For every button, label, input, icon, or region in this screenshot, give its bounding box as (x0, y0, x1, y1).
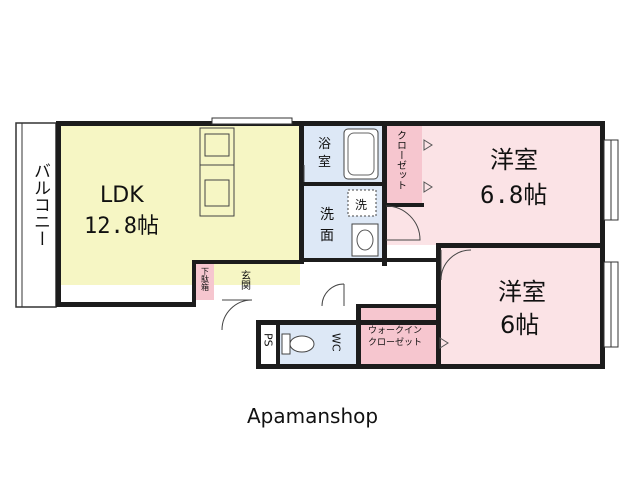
ldk-area (60, 125, 300, 285)
walkin-line2: クローゼット (368, 336, 422, 348)
shoe-box-label: 下駄箱 (201, 267, 210, 292)
shoe-box-area (196, 262, 214, 300)
bedroom1-name: 洋室 (490, 146, 538, 174)
bath-label-2: 室 (318, 154, 331, 170)
ldk-size: 12.8帖 (84, 214, 159, 239)
bedroom2-size: 6帖 (500, 311, 539, 339)
wc-label: WC (330, 333, 343, 352)
window-ldk-top (211, 117, 293, 125)
walkin-marker (439, 337, 449, 349)
entrance-label: 玄関 (239, 269, 251, 291)
ldk-name: LDK (100, 183, 144, 208)
watermark: Apamanshop (247, 404, 378, 428)
closet-marker-1 (423, 139, 433, 151)
closet-label: クローゼット (395, 130, 407, 190)
bedroom1-size: 6.8帖 (480, 181, 547, 209)
balcony-label: バルコニー (30, 162, 50, 247)
washer-pan (347, 189, 377, 217)
walkin-closet-area (360, 306, 438, 364)
walkin-line1: ウォークイン (368, 325, 422, 336)
ps-label: PS (262, 333, 275, 347)
bedroom2-area (440, 247, 601, 364)
walls (56, 121, 605, 369)
toilet (281, 333, 315, 355)
bathtub (343, 128, 379, 180)
balcony-outline (15, 122, 57, 308)
doors (221, 165, 472, 331)
washroom-label-2: 面 (320, 228, 334, 244)
bedroom2-name: 洋室 (498, 278, 546, 306)
sink (351, 223, 379, 257)
kitchen-counter (199, 127, 235, 217)
closet-area-overlay (386, 125, 422, 205)
bath-label-1: 浴 (318, 137, 331, 152)
washroom-label: 洗面 (0, 0, 2, 1)
washer-label: 洗 (355, 198, 367, 212)
closet-marker-2 (423, 181, 433, 193)
washroom-label-1: 洗 (320, 207, 334, 223)
